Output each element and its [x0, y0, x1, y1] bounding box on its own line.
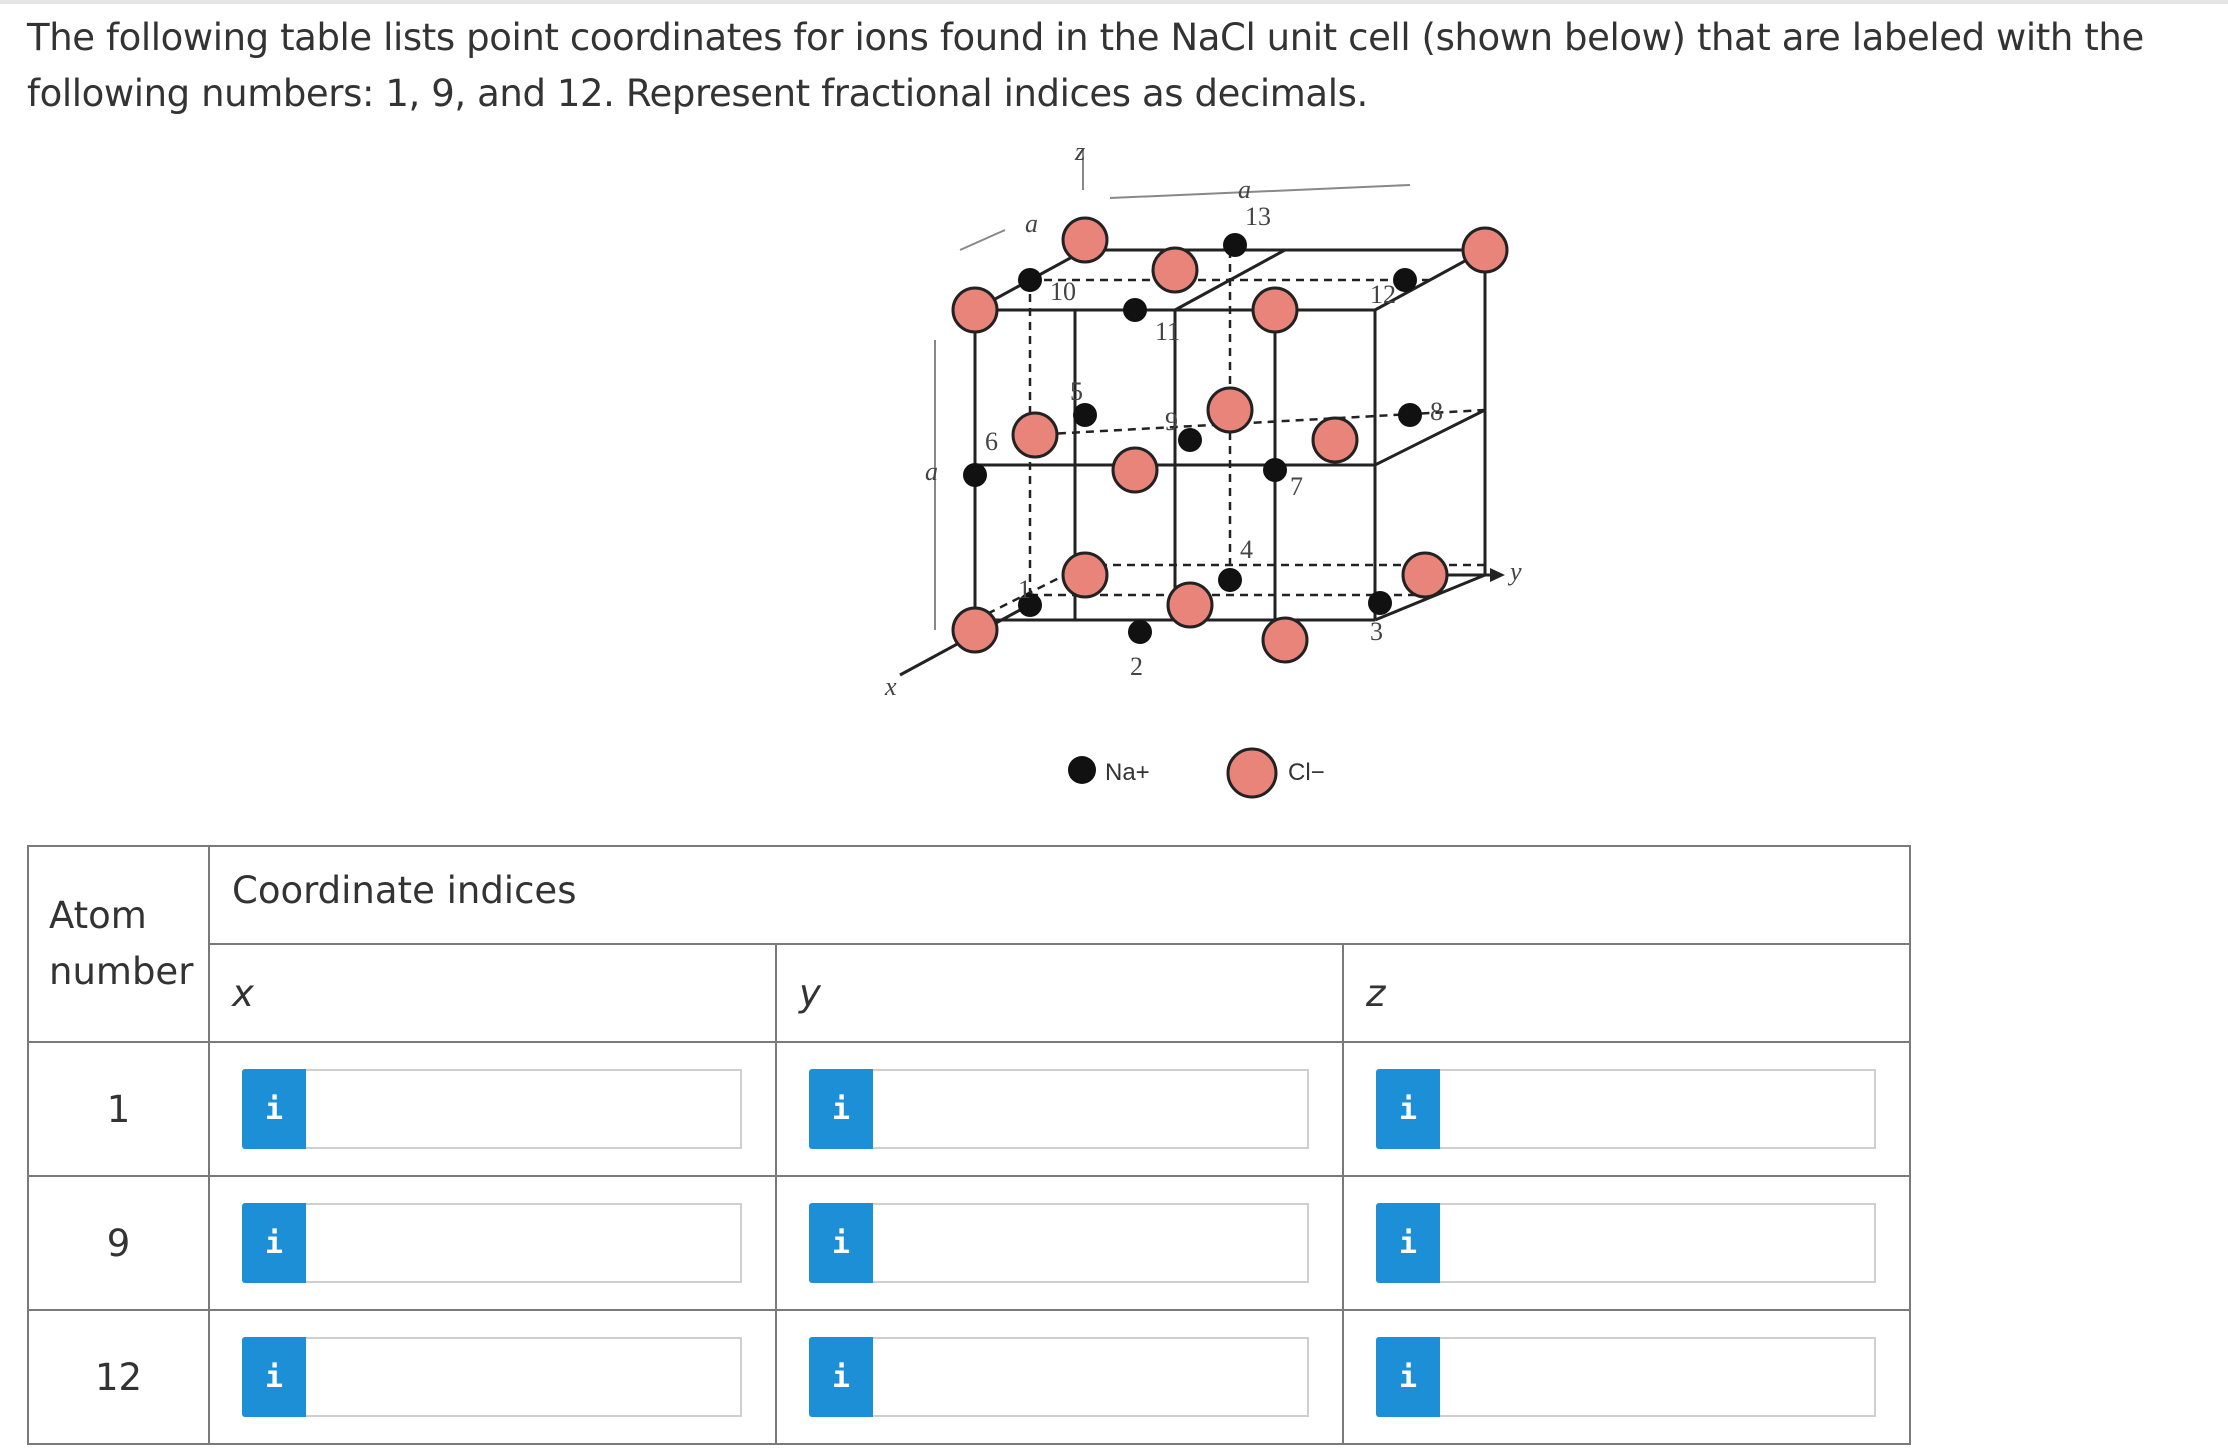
info-icon[interactable]: i — [1376, 1203, 1440, 1283]
svg-text:8: 8 — [1430, 397, 1443, 426]
atom-12-y-input[interactable] — [873, 1337, 1309, 1417]
atom-1-z-input[interactable] — [1440, 1069, 1876, 1149]
svg-text:1: 1 — [1018, 575, 1031, 604]
svg-text:7: 7 — [1290, 472, 1303, 501]
info-icon[interactable]: i — [809, 1337, 873, 1417]
svg-text:a: a — [925, 457, 938, 486]
svg-text:10: 10 — [1050, 277, 1076, 306]
svg-text:5: 5 — [1070, 377, 1083, 406]
svg-text:3: 3 — [1370, 617, 1383, 646]
svg-text:x: x — [884, 672, 897, 701]
table-row: 1 i i i — [27, 1041, 1911, 1177]
header-atom-number: Atom number — [27, 845, 210, 1043]
svg-text:11: 11 — [1155, 317, 1180, 346]
nacl-unit-cell-figure: z a a a x y 1 2 3 4 5 6 7 8 9 10 11 12 1… — [860, 140, 1540, 830]
header-x: x — [208, 943, 777, 1043]
atom-12-z-input[interactable] — [1440, 1337, 1876, 1417]
svg-text:12: 12 — [1370, 280, 1396, 309]
atom-9-x-input[interactable] — [306, 1203, 742, 1283]
atom-9-z-input[interactable] — [1440, 1203, 1876, 1283]
info-icon[interactable]: i — [1376, 1337, 1440, 1417]
info-icon[interactable]: i — [242, 1337, 306, 1417]
info-icon[interactable]: i — [809, 1203, 873, 1283]
top-divider — [0, 0, 2228, 4]
atom-1-x-input[interactable] — [306, 1069, 742, 1149]
info-icon[interactable]: i — [242, 1069, 306, 1149]
header-y: y — [775, 943, 1344, 1043]
info-icon[interactable]: i — [1376, 1069, 1440, 1149]
svg-text:z: z — [1074, 140, 1085, 166]
atom-number-cell: 1 — [27, 1041, 210, 1177]
atom-12-x-input[interactable] — [306, 1337, 742, 1417]
coordinate-table: Atom number Coordinate indices x y z 1 i… — [27, 845, 1911, 1445]
svg-text:Na+: Na+ — [1105, 759, 1150, 786]
svg-text:9: 9 — [1165, 407, 1178, 436]
question-text: The following table lists point coordina… — [27, 16, 2144, 115]
atom-1-y-input[interactable] — [873, 1069, 1309, 1149]
svg-text:6: 6 — [985, 427, 998, 456]
atom-number-cell: 9 — [27, 1175, 210, 1311]
svg-text:a: a — [1238, 175, 1251, 204]
svg-text:4: 4 — [1240, 535, 1253, 564]
info-icon[interactable]: i — [242, 1203, 306, 1283]
svg-text:2: 2 — [1130, 652, 1143, 681]
atom-number-cell: 12 — [27, 1309, 210, 1445]
svg-text:a: a — [1025, 209, 1038, 238]
header-coordinate-indices: Coordinate indices — [208, 845, 1911, 945]
svg-text:13: 13 — [1245, 202, 1271, 231]
svg-text:y: y — [1507, 557, 1522, 586]
atom-9-y-input[interactable] — [873, 1203, 1309, 1283]
table-row: 9 i i i — [27, 1175, 1911, 1311]
info-icon[interactable]: i — [809, 1069, 873, 1149]
svg-text:Cl−: Cl− — [1288, 759, 1325, 786]
header-z: z — [1342, 943, 1911, 1043]
table-row: 12 i i i — [27, 1309, 1911, 1445]
